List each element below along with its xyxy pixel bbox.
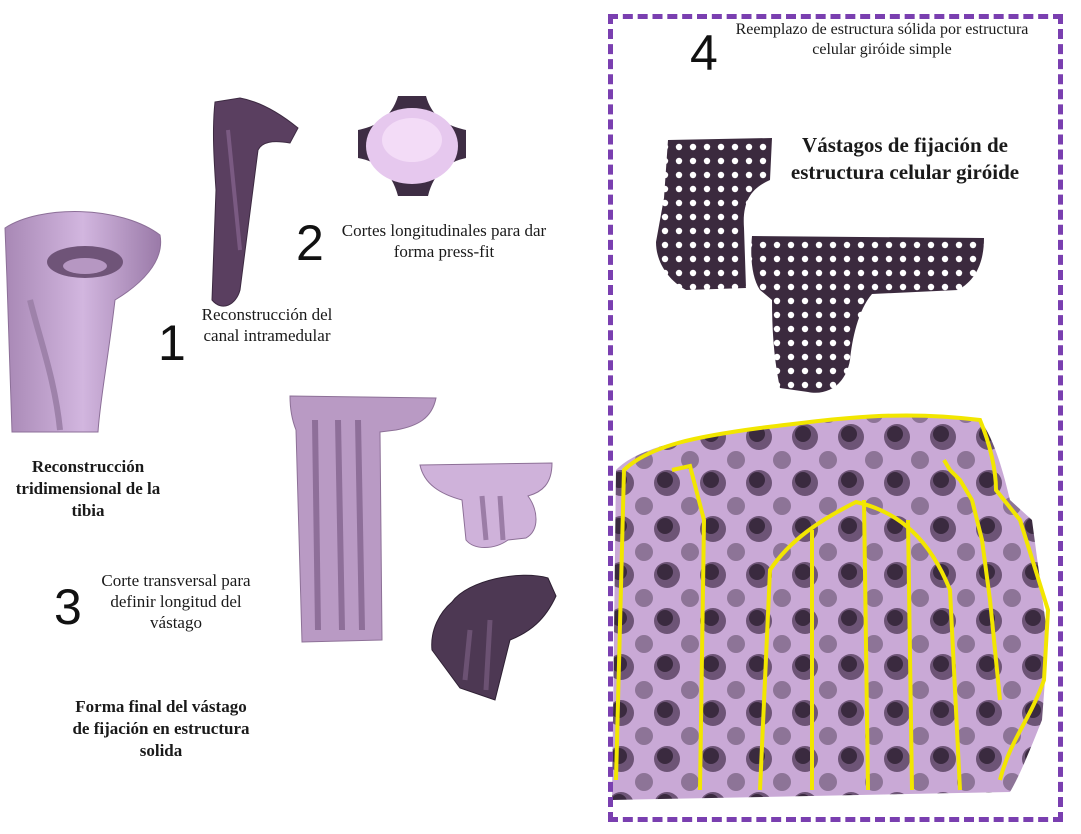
- final-solid-stem-image: [432, 575, 556, 700]
- step-3-number: 3: [54, 582, 82, 632]
- step-4-caption: Reemplazo de estructura sólida por estru…: [722, 20, 1042, 60]
- step-4-number: 4: [690, 28, 718, 78]
- press-fit-cross-section-image: [358, 96, 466, 196]
- tibia-label: Reconstrucción tridimensional de la tibi…: [0, 456, 176, 522]
- step-2-caption: Cortes longitudinales para dar forma pre…: [330, 220, 558, 262]
- step-2-number: 2: [296, 218, 324, 268]
- transverse-cut-image: [420, 463, 552, 548]
- step-1-number: 1: [158, 318, 186, 368]
- tibia-reconstruction-image: [5, 212, 161, 432]
- step-1-caption: Reconstrucción del canal intramedular: [192, 304, 342, 346]
- solid-stem-longitudinal-image: [290, 396, 436, 642]
- step-3-caption: Corte transversal para definir longitud …: [86, 570, 266, 633]
- final-form-label: Forma final del vástago de fijación en e…: [66, 696, 256, 762]
- gyroid-title: Vástagos de fijación de estructura celul…: [774, 132, 1036, 186]
- intramedullary-canal-image: [212, 98, 298, 306]
